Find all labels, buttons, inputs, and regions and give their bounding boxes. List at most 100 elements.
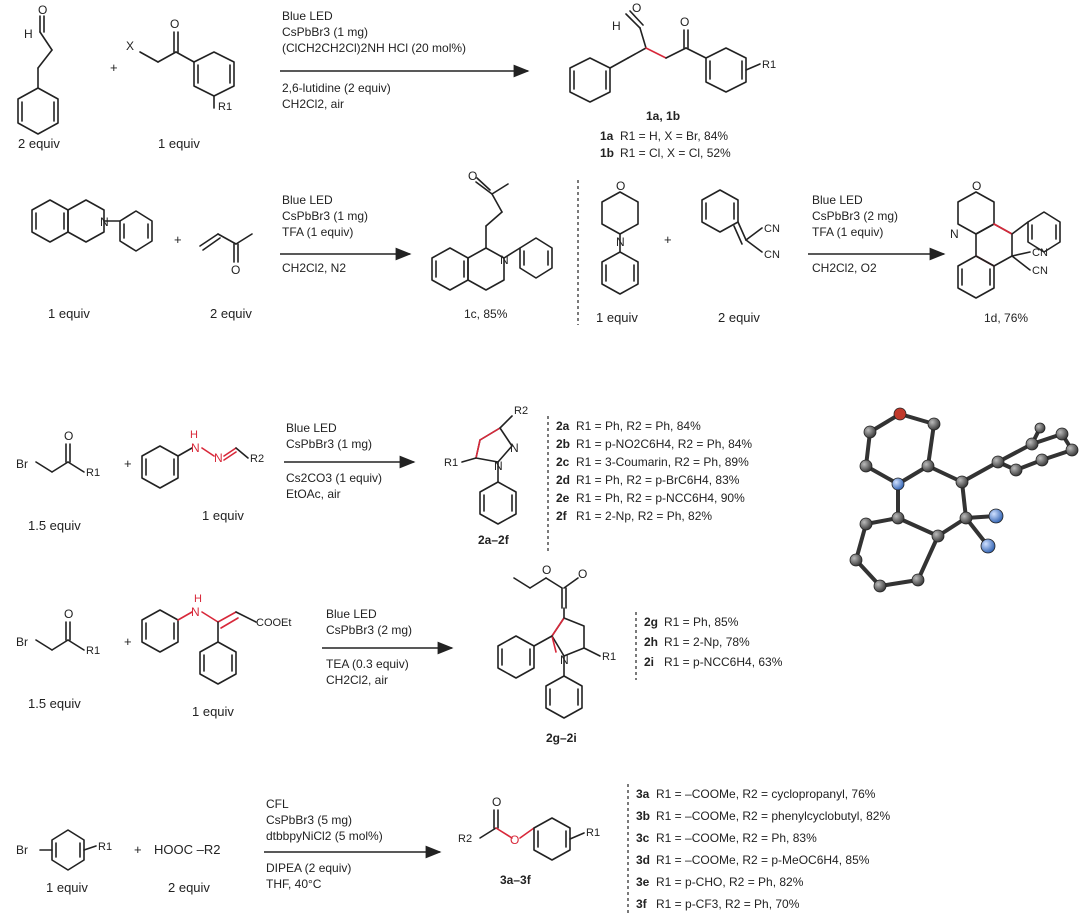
svg-text:2c: 2c (556, 455, 570, 469)
atom-label: CN (764, 249, 780, 261)
row5-conditions: CFL CsPbBr3 (5 mg) dtbbpyNiCl2 (5 mol%) … (264, 797, 442, 891)
row2-reactant1-equiv: 1 equiv (48, 306, 90, 321)
svg-text:3f: 3f (636, 897, 648, 911)
plus-sign: + (174, 232, 182, 247)
row4-conditions: Blue LED CsPbBr3 (2 mg) TEA (0.3 equiv) … (322, 607, 454, 687)
row2-reactant-tetrahydroisoquinoline: N (31, 199, 153, 252)
row2-product-1c: O N (431, 169, 553, 291)
svg-text:3c: 3c (636, 831, 650, 845)
svg-text:R1 = –COOMe, R2 = p-MeOC6H4, 8: R1 = –COOMe, R2 = p-MeOC6H4, 85% (656, 853, 870, 867)
svg-text:2h: 2h (644, 635, 658, 649)
svg-text:R1 = p-NCC6H4, 63%: R1 = p-NCC6H4, 63% (664, 655, 783, 669)
svg-text:3b: 3b (636, 809, 650, 823)
compound-label: 1a, 1b (646, 109, 680, 123)
svg-text:CH2Cl2, air: CH2Cl2, air (326, 673, 388, 687)
atom-label: R1 (218, 101, 232, 113)
plus-sign: + (124, 634, 132, 649)
atom-label: O (38, 3, 47, 17)
atom-label: N (510, 441, 519, 455)
svg-text:R1 = –COOMe, R2 = Ph, 83%: R1 = –COOMe, R2 = Ph, 83% (656, 831, 817, 845)
row3-reactant2-equiv: 1 equiv (202, 508, 244, 523)
row2-reactant-benzylidenemalononitrile: CN CN (701, 189, 780, 261)
svg-text:R1 = –COOMe, R2 = phenylcyclob: R1 = –COOMe, R2 = phenylcyclobutyl, 82% (656, 809, 890, 823)
row4-reactant2-equiv: 1 equiv (192, 704, 234, 719)
svg-text:CsPbBr3 (1 mg): CsPbBr3 (1 mg) (286, 437, 372, 451)
svg-text:R1 = p-NO2C6H4, R2 = Ph, 84%: R1 = p-NO2C6H4, R2 = Ph, 84% (576, 437, 752, 451)
atom-label: O (170, 17, 179, 31)
svg-text:dtbbpyNiCl2 (5 mol%): dtbbpyNiCl2 (5 mol%) (266, 829, 383, 843)
compound-label: 1d, 76% (984, 311, 1028, 325)
row3-reactant-bromoketone: O Br R1 (16, 429, 100, 479)
atom-label: H (194, 593, 202, 605)
atom-label: R1 (444, 457, 458, 469)
row1-conditions: Blue LED CsPbBr3 (1 mg) (ClCH2CH2Cl)2NH … (280, 9, 530, 111)
row4-reactant1-equiv: 1.5 equiv (28, 696, 81, 711)
svg-text:R1 = Ph, 85%: R1 = Ph, 85% (664, 615, 739, 629)
svg-text:R1 = 2-Np, 78%: R1 = 2-Np, 78% (664, 635, 750, 649)
row3-reactant1-equiv: 1.5 equiv (28, 518, 81, 533)
row4-product-pyrrole: O O N R1 (497, 563, 616, 719)
svg-text:CH2Cl2, N2: CH2Cl2, N2 (282, 261, 346, 275)
svg-text:EtOAc, air: EtOAc, air (286, 487, 341, 501)
row2-right-reactant2-equiv: 2 equiv (718, 310, 760, 325)
svg-text:2g: 2g (644, 615, 658, 629)
atom-label: R1 (98, 841, 112, 853)
svg-text:R1 = Ph, R2 = Ph, 84%: R1 = Ph, R2 = Ph, 84% (576, 419, 701, 433)
atom-label: O (64, 607, 73, 621)
condition: 2,6-lutidine (2 equiv) (282, 81, 391, 95)
row2-product-1d: O N CN CN (950, 179, 1061, 299)
atom-label: Br (16, 635, 28, 649)
row2-right-reactant1-equiv: 1 equiv (596, 310, 638, 325)
atom-label: X (126, 39, 134, 53)
compound-label: 2g–2i (546, 731, 577, 745)
svg-text:TEA (0.3 equiv): TEA (0.3 equiv) (326, 657, 409, 671)
atom-label: Br (16, 457, 28, 471)
row1-product-1a-1b: O H O R1 (569, 1, 776, 103)
atom-label: H (190, 429, 198, 441)
row3-results: 2a R1 = Ph, R2 = Ph, 84% 2b R1 = p-NO2C6… (556, 419, 752, 523)
svg-text:R1 = p-CF3, R2 = Ph, 70%: R1 = p-CF3, R2 = Ph, 70% (656, 897, 800, 911)
row4-reactant-bromoketone: O Br R1 (16, 607, 100, 657)
atom-label: R2 (514, 405, 528, 417)
svg-text:2e: 2e (556, 491, 570, 505)
atom-label: H (612, 19, 621, 33)
svg-text:THF, 40°C: THF, 40°C (266, 877, 322, 891)
row4-reactant-enamine: H N COOEt (141, 593, 291, 685)
row1-results: 1a R1 = H, X = Br, 84% 1b R1 = Cl, X = C… (600, 129, 731, 160)
atom-label: N (100, 215, 109, 229)
atom-label: CN (764, 223, 780, 235)
atom-label: O (632, 1, 641, 15)
row5-results: 3a R1 = –COOMe, R2 = cyclopropanyl, 76% … (636, 787, 890, 911)
row5-reactant1-equiv: 1 equiv (46, 880, 88, 895)
atom-label: O (616, 179, 625, 193)
svg-text:2d: 2d (556, 473, 570, 487)
row1-reactant1-equiv: 2 equiv (18, 136, 60, 151)
atom-label: O (972, 179, 981, 193)
row2-left-conditions: Blue LED CsPbBr3 (1 mg) TFA (1 equiv) CH… (280, 193, 412, 275)
atom-label: R1 (86, 645, 100, 657)
svg-text:3e: 3e (636, 875, 650, 889)
atom-label: N (500, 253, 509, 267)
row4-results: 2g R1 = Ph, 85% 2h R1 = 2-Np, 78% 2i R1 … (644, 615, 783, 669)
atom-label: N (560, 653, 569, 667)
atom-label: CN (1032, 265, 1048, 277)
svg-text:R1 = Cl, X = Cl, 52%: R1 = Cl, X = Cl, 52% (620, 146, 731, 160)
plus-sign: + (664, 232, 672, 247)
atom-label: O (492, 795, 501, 809)
atom-label: R1 (86, 467, 100, 479)
atom-label: O (64, 429, 73, 443)
compound-label: 2a–2f (478, 533, 510, 547)
compound-label: 1c, 85% (464, 307, 508, 321)
svg-text:CsPbBr3 (2 mg): CsPbBr3 (2 mg) (812, 209, 898, 223)
crystal-structure (849, 407, 1079, 593)
atom-label: O (468, 169, 477, 183)
svg-text:CFL: CFL (266, 797, 289, 811)
plus-sign: + (110, 60, 118, 75)
svg-text:DIPEA (2 equiv): DIPEA (2 equiv) (266, 861, 351, 875)
svg-text:Blue LED: Blue LED (326, 607, 377, 621)
atom-label: N (191, 441, 200, 455)
compound-label: 3a–3f (500, 873, 532, 887)
atom-label: O (578, 567, 587, 581)
svg-text:2f: 2f (556, 509, 568, 523)
row3-product-pyrazole: R2 R1 N N (444, 405, 528, 525)
